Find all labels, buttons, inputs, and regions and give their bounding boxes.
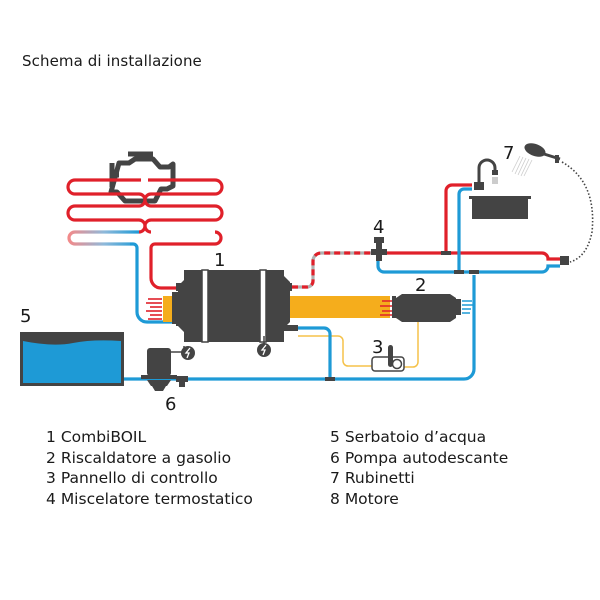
engine-return-gradient xyxy=(67,230,139,246)
legend-right: 5 Serbatoio d’acqua 6 Pompa autodescante… xyxy=(330,427,508,509)
legend-text: Miscelatore termostatico xyxy=(60,489,253,508)
exhaust-duct xyxy=(290,296,390,318)
faucet-icon xyxy=(474,158,498,190)
legend-number: 8 xyxy=(330,489,340,508)
tee-fitting xyxy=(325,377,335,381)
diagram-title: Schema di installazione xyxy=(22,52,202,70)
legend-text: CombiBOIL xyxy=(60,428,147,446)
legend-number: 7 xyxy=(330,469,340,487)
legend-left: 1 CombiBOIL 2 Riscaldatore a gasolio 3 P… xyxy=(46,427,253,509)
label-1: 1 xyxy=(214,250,225,271)
legend-item: 8 Motore xyxy=(330,489,508,510)
legend-text: Serbatoio d’acqua xyxy=(344,428,487,446)
hot-pipe-dashed-base xyxy=(292,251,376,289)
water-tank xyxy=(20,332,124,386)
gauge-icon xyxy=(181,346,195,360)
engine-coolant-loop xyxy=(66,178,224,290)
gauge-icon xyxy=(257,343,271,357)
legend-item: 6 Pompa autodescante xyxy=(330,448,508,469)
label-6: 6 xyxy=(165,394,176,415)
tee-fitting xyxy=(441,251,451,255)
label-4: 4 xyxy=(373,217,384,238)
legend-item: 3 Pannello di controllo xyxy=(46,468,253,489)
legend-number: 4 xyxy=(46,489,56,508)
label-3: 3 xyxy=(372,337,383,358)
exhaust-flame-marks xyxy=(380,300,392,316)
hot-pipe-sink xyxy=(444,183,472,253)
combiboil-unit xyxy=(146,269,298,352)
shower-head-icon xyxy=(511,143,561,177)
label-5: 5 xyxy=(20,306,31,327)
thermostatic-mixer xyxy=(371,237,387,261)
cold-pipe-engine-return xyxy=(130,242,177,324)
legend-text: Motore xyxy=(344,489,399,508)
legend-text: Riscaldatore a gasolio xyxy=(60,448,232,467)
legend-number: 2 xyxy=(46,448,56,467)
hot-pipe-mixer-out xyxy=(382,251,560,261)
cold-pipe-main xyxy=(124,275,476,381)
legend-number: 6 xyxy=(330,448,340,467)
legend-number: 1 xyxy=(46,428,56,446)
sink xyxy=(469,196,531,219)
cold-pipe-mixer-in xyxy=(376,258,560,274)
legend-item: 2 Riscaldatore a gasolio xyxy=(46,448,253,469)
control-panel xyxy=(371,345,405,372)
shower-valve xyxy=(560,256,569,265)
label-2: 2 xyxy=(415,275,426,296)
legend-text: Pompa autodescante xyxy=(344,448,509,467)
legend-text: Pannello di controllo xyxy=(60,469,218,487)
legend-number: 3 xyxy=(46,469,56,487)
legend-item: 1 CombiBOIL xyxy=(46,427,253,448)
legend-item: 4 Miscelatore termostatico xyxy=(46,489,253,510)
engine-icon xyxy=(108,151,176,204)
shower-hose xyxy=(561,161,594,263)
legend-number: 5 xyxy=(330,428,340,446)
legend-item: 5 Serbatoio d’acqua xyxy=(330,427,508,448)
hot-pipe-dashed xyxy=(292,251,376,289)
legend-item: 7 Rubinetti xyxy=(330,468,508,489)
label-7: 7 xyxy=(503,143,514,164)
tee-fitting xyxy=(469,270,479,274)
legend-text: Rubinetti xyxy=(344,469,415,487)
pump xyxy=(141,348,188,391)
tee-fitting xyxy=(454,270,464,274)
control-wire xyxy=(298,322,419,368)
cold-pipe-sink xyxy=(457,187,472,272)
cold-pipe-boiler-out xyxy=(298,326,332,378)
diesel-heater xyxy=(392,294,474,322)
